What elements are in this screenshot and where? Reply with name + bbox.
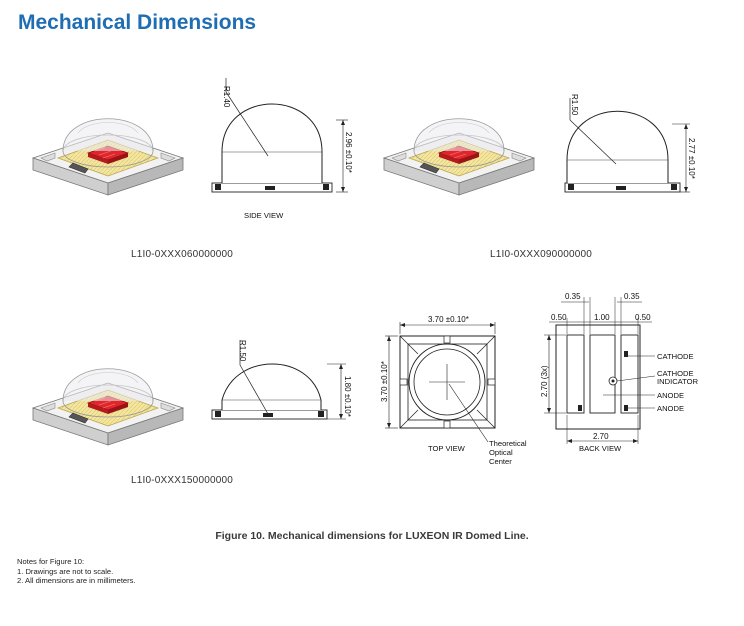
top-view-width-dim: 3.70 ±0.10* [428,315,469,324]
notes-heading: Notes for Figure 10: [17,557,85,566]
callout-cathode-indicator-2: INDICATOR [657,377,699,386]
back-view-dim-left-050: 0.50 [551,313,567,322]
height-label-1: 2.96 ±0.10* [344,132,353,173]
optical-center-label-3: Center [489,457,512,466]
back-view-label: BACK VIEW [579,444,622,453]
led-isometric-3 [32,368,184,446]
optical-center-label-2: Optical [489,448,513,457]
part-number-3: L1I0-0XXX150000000 [131,475,234,486]
back-view-pad-height-dim: 2.70 (3x) [540,365,549,397]
side-view-label: SIDE VIEW [244,211,284,220]
back-view-dim-left-035: 0.35 [565,292,581,301]
note-item-2: 2. All dimensions are in millimeters. [17,576,136,585]
page-title: Mechanical Dimensions [18,11,257,34]
callout-cathode: CATHODE [657,352,694,361]
figure-caption: Figure 10. Mechanical dimensions for LUX… [215,530,529,542]
top-view-label: TOP VIEW [428,444,466,453]
note-item-1: 1. Drawings are not to scale. [17,566,114,576]
figure-notes: Notes for Figure 10: 1. Drawings are not… [17,557,136,586]
led-isometric-2 [383,118,535,196]
height-label-3: 1.80 ±0.10* [343,376,352,417]
side-view-3 [211,340,346,420]
led-isometric-1 [32,118,184,196]
radius-label-2: R1.50 [570,94,579,116]
side-view-2 [564,98,690,193]
part-number-1: L1I0-0XXX060000000 [131,249,234,260]
back-view-width-dim: 2.70 [593,432,609,441]
top-view-drawing [385,322,496,443]
back-view-dim-center-100: 1.00 [594,313,610,322]
side-view-1 [211,78,348,193]
radius-label-1: R1.40 [222,86,231,108]
radius-label-3: R1.50 [238,340,247,362]
height-label-2: 2.77 ±0.10* [687,138,696,179]
optical-center-label-1: Theoretical [489,439,527,448]
back-view-dim-right-050: 0.50 [635,313,651,322]
callout-anode-2: ANODE [657,404,684,413]
part-number-2: L1I0-0XXX090000000 [490,249,593,260]
callout-cathode-indicator-1: CATHODE [657,369,694,378]
back-view-drawing [544,297,656,444]
back-view-dim-right-035: 0.35 [624,292,640,301]
callout-anode-1: ANODE [657,391,684,400]
top-view-height-dim: 3.70 ±0.10* [380,361,389,402]
